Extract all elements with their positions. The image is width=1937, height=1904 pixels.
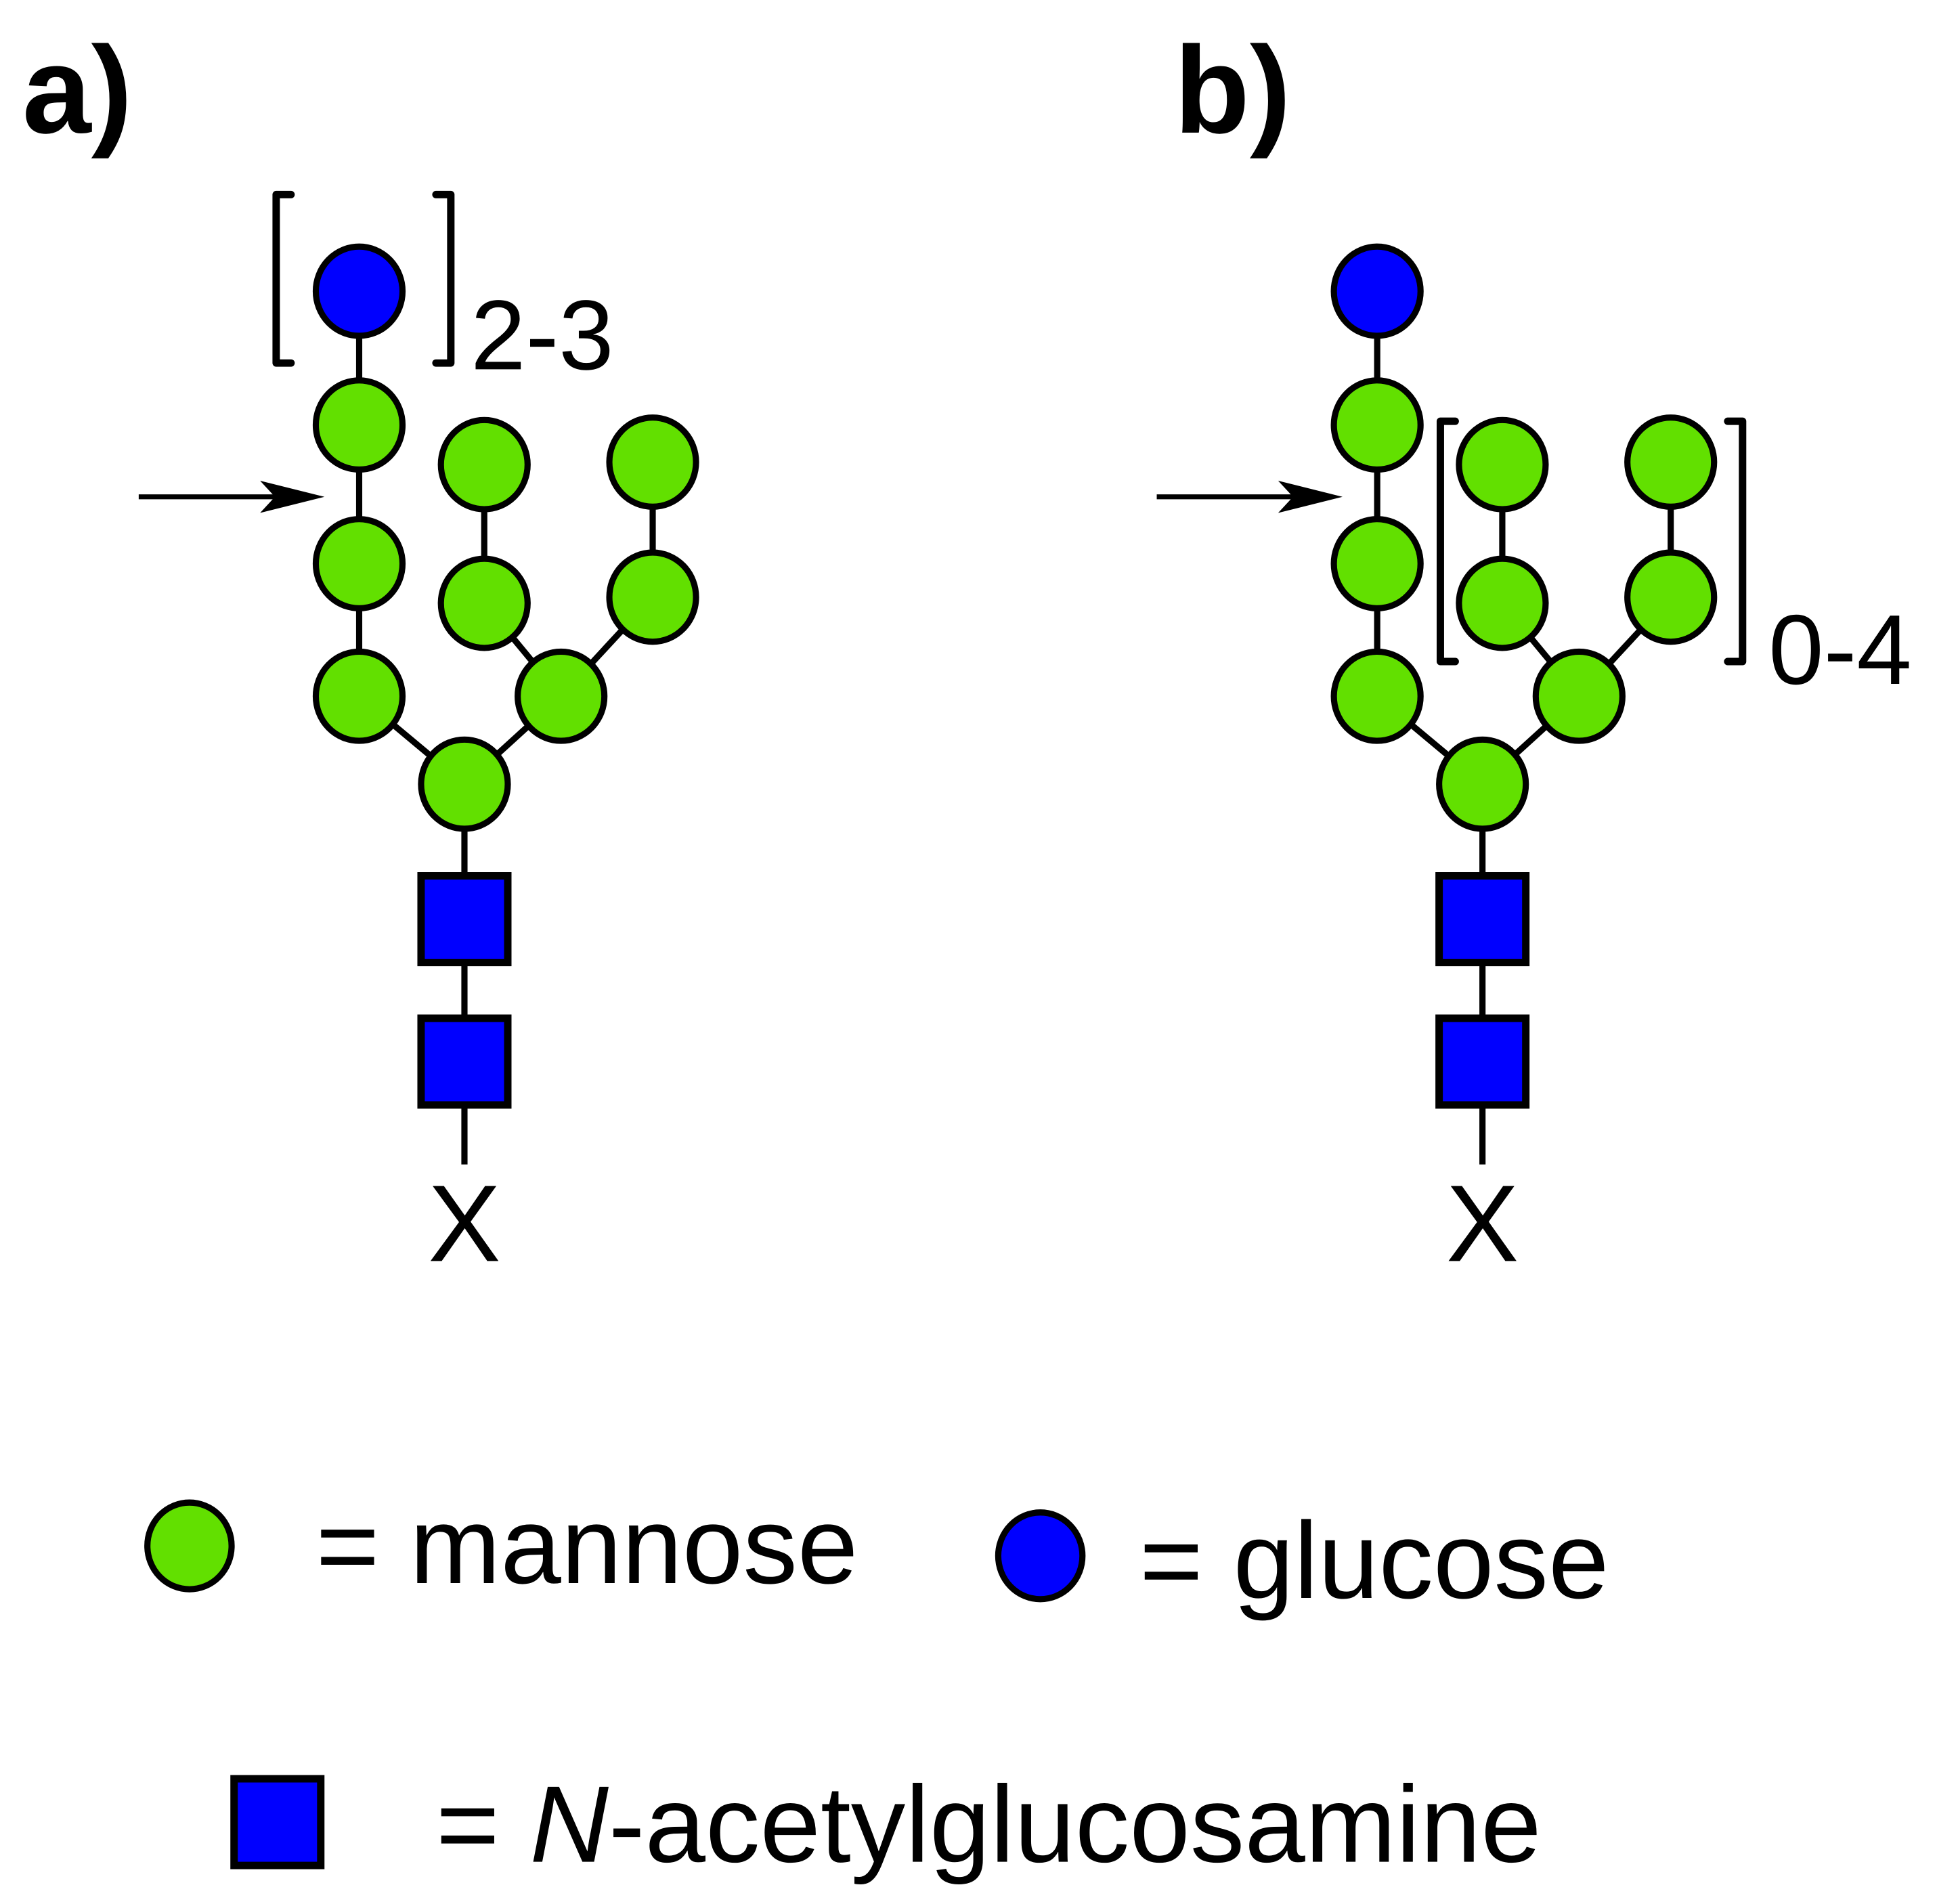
legend-glcnac-label: = N-acetylglucosamine	[436, 1764, 1542, 1886]
mannose-residue	[312, 377, 406, 473]
legend: = mannose = glucose = N-acetylglucosamin…	[144, 1485, 1609, 1886]
mannose-residue	[1624, 549, 1718, 645]
mannose-residue	[1436, 736, 1529, 832]
bracket-right	[1724, 417, 1747, 666]
mannose-residue	[515, 648, 608, 744]
panel-b-label: b)	[1174, 20, 1291, 159]
legend-mannose-label: = mannose	[315, 1485, 858, 1607]
bracket-subscript: 2-3	[471, 280, 614, 391]
mannose-residue	[1532, 648, 1626, 744]
glcnac-residue	[1435, 1014, 1530, 1109]
cleavage-arrow	[138, 480, 325, 513]
legend-glcnac-symbol	[230, 1775, 325, 1869]
mannose-residue	[312, 648, 406, 744]
glucose-residue	[312, 243, 406, 339]
mannose-residue	[1456, 416, 1549, 513]
mannose-residue	[1456, 555, 1549, 651]
mannose-residue	[1624, 414, 1718, 510]
bracket-left	[272, 190, 295, 367]
glcnac-residue	[417, 1014, 512, 1109]
panel-a: a) X 2-3	[22, 20, 699, 1284]
mannose-residue	[437, 416, 531, 513]
aglycone-label: X	[428, 1163, 500, 1284]
legend-mannose-symbol	[144, 1499, 235, 1593]
mannose-residue	[418, 736, 511, 832]
panel-b: b) X 0-4	[1156, 20, 1912, 1284]
bracket-left	[1436, 417, 1459, 666]
glcnac-residue	[417, 872, 512, 967]
bracket-right	[432, 190, 455, 367]
legend-glucose-label: = glucose	[1139, 1500, 1609, 1622]
mannose-residue	[1330, 377, 1424, 473]
legend-glucose-symbol	[995, 1509, 1086, 1603]
panel-a-label: a)	[22, 20, 133, 159]
mannose-residue	[312, 516, 406, 611]
bracket-subscript: 0-4	[1768, 595, 1912, 706]
mannose-residue	[606, 414, 699, 510]
aglycone-label: X	[1446, 1163, 1519, 1284]
mannose-residue	[1330, 648, 1424, 744]
mannose-residue	[606, 549, 699, 645]
glucose-residue	[1330, 243, 1424, 339]
cleavage-arrow	[1156, 480, 1343, 513]
mannose-residue	[437, 555, 531, 651]
glcnac-residue	[1435, 872, 1530, 967]
mannose-residue	[1330, 516, 1424, 611]
